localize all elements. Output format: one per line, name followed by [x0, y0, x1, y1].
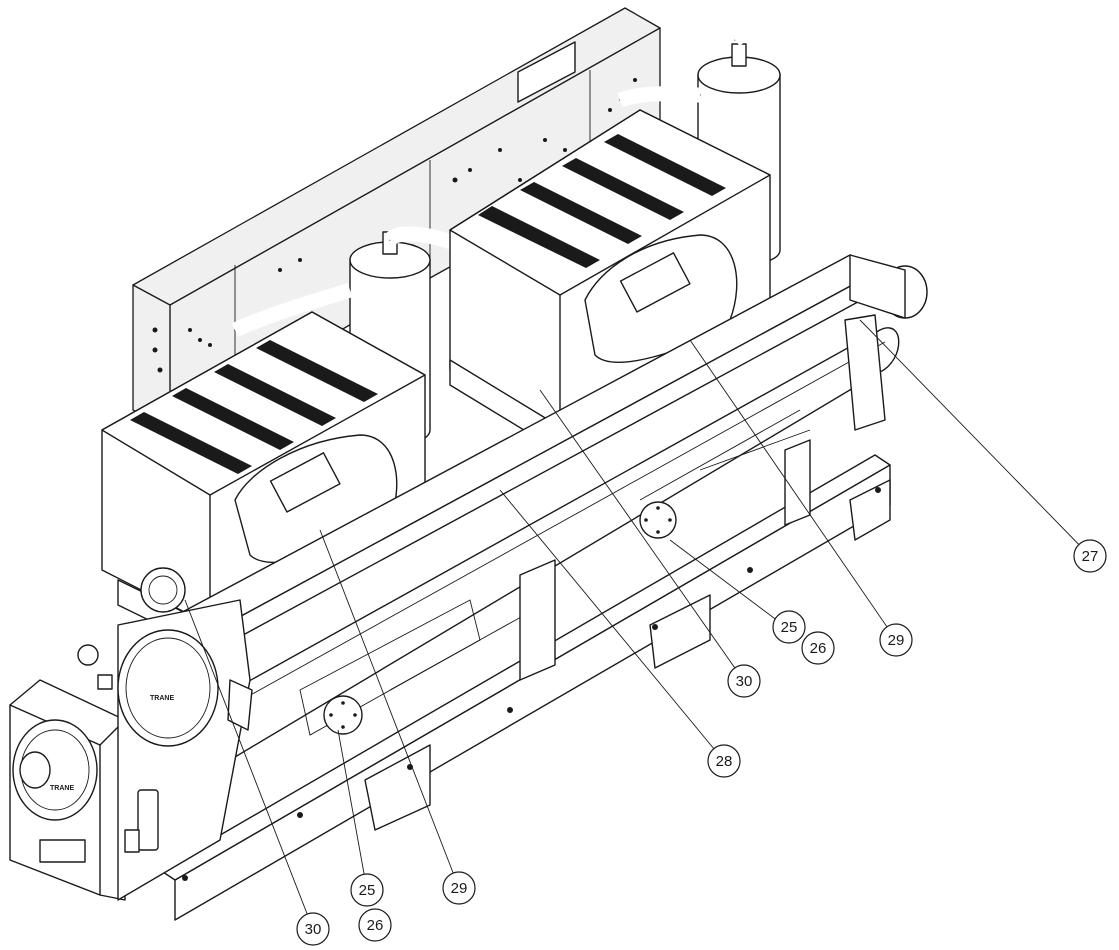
callout-30-mid: 30 — [727, 664, 761, 698]
callout-label: 27 — [1082, 548, 1099, 565]
discharge-pipe-right — [617, 19, 833, 301]
callout-label: 25 — [359, 882, 376, 899]
water-box-cover: TRANE — [117, 629, 219, 747]
callout-25-bottom: 25 — [350, 873, 384, 907]
front-end-assembly: TRANE TRANE — [9, 599, 253, 901]
callout-label: 28 — [716, 753, 733, 770]
front-header: TRANE — [12, 719, 98, 821]
leader-lines — [184, 319, 1091, 930]
callout-26-bottom: 26 — [358, 908, 392, 942]
inner-piping — [299, 409, 811, 736]
callout-label: 25 — [781, 619, 798, 636]
water-box-brand-label: TRANE — [150, 695, 174, 702]
callout-29-bottom: 29 — [442, 871, 476, 905]
callout-label: 30 — [736, 673, 753, 690]
flange-bottom — [323, 695, 363, 735]
callout-label: 29 — [451, 880, 468, 897]
callout-29-right: 29 — [879, 623, 913, 657]
sensor-assembly — [77, 644, 159, 853]
evaporator-shell — [214, 254, 928, 761]
callout-27-right: 27 — [1073, 539, 1107, 573]
callout-28-mid: 28 — [707, 744, 741, 778]
flange-right — [639, 501, 677, 539]
callout-label: 30 — [305, 921, 322, 938]
callout-26-right: 26 — [801, 631, 835, 665]
callout-30-bottom: 30 — [296, 912, 330, 946]
front-header-brand-label: TRANE — [50, 785, 74, 792]
callout-label: 26 — [367, 917, 384, 934]
callout-label: 26 — [810, 640, 827, 657]
callout-25-right: 25 — [772, 610, 806, 644]
callout-label: 29 — [888, 632, 905, 649]
